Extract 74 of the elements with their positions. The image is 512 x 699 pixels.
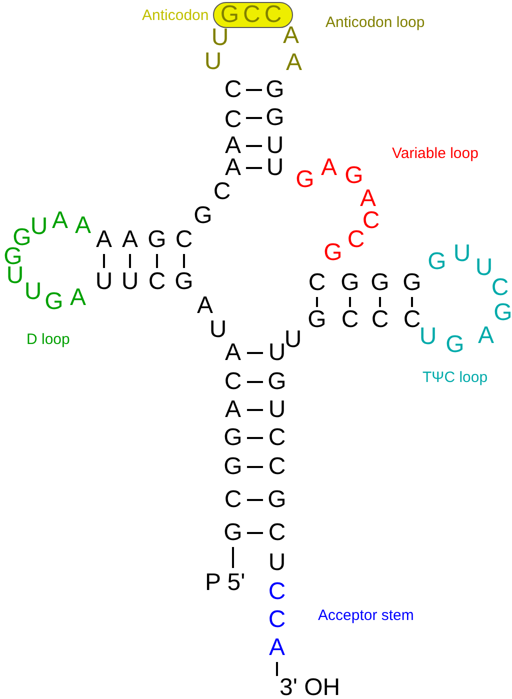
nucleotide-letter: G — [223, 454, 243, 480]
nucleotide-letter: G — [295, 167, 315, 193]
nucleotide-letter: C — [267, 607, 287, 633]
nucleotide-letter: A — [50, 208, 69, 234]
region-label: Anticodon — [142, 6, 209, 24]
nucleotide-letter: C — [267, 520, 287, 546]
nucleotide-letter: A — [224, 397, 242, 423]
nucleotide-letter: C — [402, 307, 421, 333]
nucleotide-letter: U — [419, 324, 438, 350]
nucleotide-letter: G — [44, 289, 64, 315]
nucleotide-letter: C — [223, 77, 243, 103]
nucleotide-letter: U — [203, 49, 223, 75]
nucleotide-letter: C — [147, 269, 167, 295]
nucleotide-letter: G — [493, 300, 512, 326]
anticodon-box: GCC — [213, 2, 293, 28]
nucleotide-letter: A — [196, 293, 214, 319]
nucleotide-letter: C — [267, 425, 287, 451]
nucleotide-letter: U — [267, 397, 287, 423]
nucleotide-letter: G — [147, 227, 167, 253]
nucleotide-letter: U — [474, 255, 493, 281]
nucleotide-letter: G — [402, 270, 422, 296]
region-label: TΨC loop — [422, 368, 488, 386]
region-label: Acceptor stem — [318, 606, 414, 624]
region-label: Variable loop — [392, 144, 478, 162]
nucleotide-letter: G — [223, 425, 243, 451]
nucleotide-letter: A — [74, 213, 92, 239]
nucleotide-letter: G — [344, 163, 364, 189]
region-label: Anticodon loop — [326, 14, 425, 30]
nucleotide-letter: A — [476, 323, 495, 349]
nucleotide-letter: U — [208, 317, 228, 343]
nucleotide-letter: C — [267, 454, 287, 480]
nucleotide-letter: U — [94, 269, 114, 295]
nucleotide-letter: U — [120, 269, 140, 295]
nucleotide-letter: C — [346, 227, 365, 253]
nucleotide-letter: C — [223, 369, 243, 395]
nucleotide-letter: C — [212, 179, 232, 205]
nucleotide-letter: G — [265, 105, 285, 131]
nucleotide-letter: G — [323, 240, 343, 266]
nucleotide-letter: A — [268, 635, 286, 661]
nucleotide-letter: G — [223, 520, 243, 546]
end-label: P 5' — [205, 570, 246, 596]
nucleotide-letter: U — [452, 241, 472, 267]
nucleotide-letter: G — [174, 269, 194, 295]
nucleotide-letter: G — [267, 487, 287, 513]
nucleotide-letter: C — [267, 579, 287, 605]
nucleotide-letter: A — [94, 227, 113, 253]
nucleotide-letter: G — [193, 203, 213, 229]
nucleotide-letter: C — [174, 227, 194, 253]
nucleotide-letter: A — [68, 285, 87, 311]
nucleotide-letter: G — [445, 332, 465, 358]
nucleotide-letter: C — [491, 275, 510, 301]
nucleotide-letter: G — [307, 307, 327, 333]
nucleotide-letter: C — [340, 307, 360, 333]
nucleotide-letter: U — [23, 279, 43, 305]
nucleotide-letter: C — [370, 307, 390, 333]
nucleotide-letter: G — [265, 77, 285, 103]
nucleotide-letter: A — [224, 340, 242, 366]
nucleotide-letter: U — [284, 327, 303, 353]
nucleotide-letter: A — [120, 227, 139, 253]
nucleotide-letter: C — [223, 107, 243, 133]
nucleotide-letter: U — [267, 550, 287, 576]
nucleotide-letter: U — [210, 25, 230, 51]
nucleotide-letter: G — [340, 270, 360, 296]
nucleotide-letter: G — [427, 249, 447, 275]
nucleotide-letter: G — [267, 369, 287, 395]
end-label: 3' OH — [280, 675, 340, 699]
nucleotide-letter: A — [284, 50, 303, 76]
nucleotide-letter: C — [307, 270, 327, 296]
nucleotide-letter: C — [223, 487, 243, 513]
nucleotide-letter: U — [267, 340, 286, 366]
nucleotide-letter: G — [370, 270, 390, 296]
nucleotide-letter: U — [30, 214, 49, 240]
region-label: D loop — [26, 330, 70, 348]
nucleotide-letter: A — [320, 155, 338, 181]
